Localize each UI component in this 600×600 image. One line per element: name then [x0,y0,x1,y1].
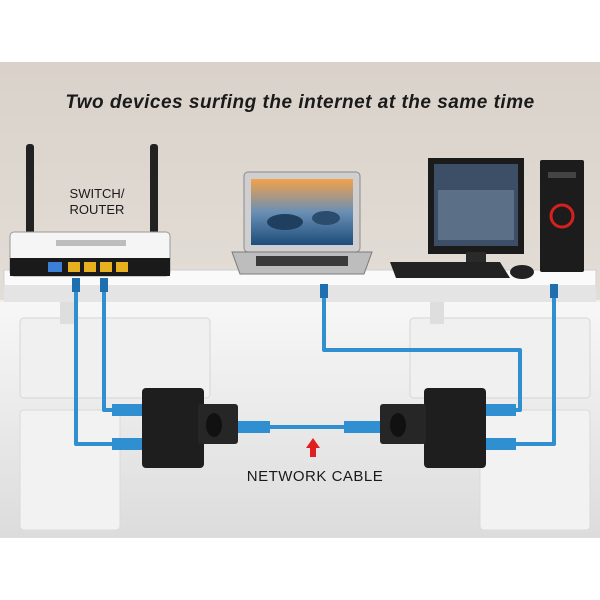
bottom-margin [0,538,600,600]
cable-label: NETWORK CABLE [246,468,384,485]
rj45-plug-icon [320,284,328,298]
laptop-icon [231,171,373,275]
cabinet [0,302,600,538]
router-label-line1: SWITCH/ [69,186,125,201]
cable-to-laptop [322,290,522,412]
diagram-title: Two devices surfing the internet at the … [65,92,535,113]
cable-to-desktop [516,290,556,446]
desktop-computer-icon [390,158,584,279]
rj45-plug-icon [100,278,108,292]
cables [72,278,558,446]
splitter-left [112,388,270,468]
cable-router-port1 [74,280,112,446]
splitter-right [344,388,516,468]
cable-router-port2 [102,280,112,412]
rj45-plug-icon [72,278,80,292]
router-label: SWITCH/ ROUTER [56,186,138,218]
arrow-up-icon [306,438,320,457]
router-icon [9,144,171,277]
rj45-plug-icon [550,284,558,298]
top-margin [0,0,600,62]
router-label-line2: ROUTER [69,202,125,217]
